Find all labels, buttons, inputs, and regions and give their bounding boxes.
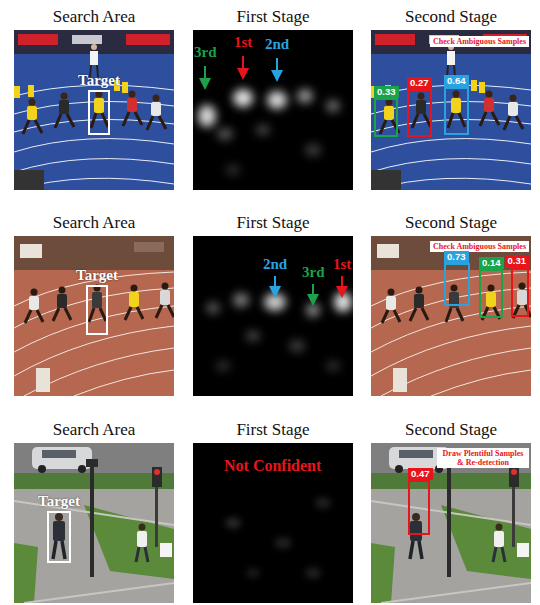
rank-label: 1st [234,34,252,51]
image-panel: Second StageCheck Ambiguous Samples0.330… [371,30,531,190]
candidate-box: 0.14 [479,269,503,318]
target-label: Target [38,493,80,510]
second-stage-image [371,30,531,190]
rank-arrow [204,66,206,84]
target-box: Target [47,511,71,563]
rank-arrow [274,276,276,292]
target-label: Target [76,267,118,284]
rank-label: 2nd [265,36,289,53]
panel-heading: Search Area [14,420,174,440]
target-box: Target [88,90,110,135]
rank-label: 3rd [194,44,217,61]
image-panel: Search AreaTarget [14,30,174,190]
callout-text: Draw Plentiful Samples & Re-detection [440,449,526,467]
candidate-box: 0.31 [511,267,529,317]
rank-arrow [276,58,278,76]
search-image [14,236,174,396]
panel-heading: Second Stage [371,213,531,233]
rank-arrow [312,284,314,300]
image-panel: Search AreaTarget [14,236,174,396]
image-panel: First Stage3rd1st2nd [193,30,353,190]
image-panel: First Stage2nd3rd1st [193,236,353,396]
callout-tag: Check Ambiguous Samples [430,36,529,47]
panel-heading: Second Stage [371,7,531,27]
panel-heading: First Stage [193,420,353,440]
panel-heading: First Stage [193,213,353,233]
target-box: Target [86,285,108,335]
search-image [14,30,174,190]
panel-heading: Search Area [14,7,174,27]
candidate-box: 0.73 [444,263,470,306]
score-label: 0.64 [444,75,469,87]
rank-label: 2nd [263,256,287,273]
callout-text: Check Ambiguous Samples [433,37,526,46]
score-label: 0.33 [374,86,399,98]
rank-arrow [341,276,343,292]
search-image [14,443,174,603]
target-label: Target [78,72,120,89]
candidate-box: 0.27 [407,89,432,137]
score-label: 0.27 [407,77,432,89]
candidate-box: 0.64 [444,87,469,135]
image-panel: Search AreaTarget [14,443,174,603]
candidate-box: 0.47 [408,480,430,535]
score-label: 0.47 [408,468,433,480]
image-panel: First StageNot Confident [193,443,353,603]
score-label: 0.14 [479,257,504,269]
second-stage-image [371,236,531,396]
score-label: 0.73 [444,251,469,263]
rank-label: 1st [333,256,351,273]
heatmap [193,236,353,396]
panel-heading: Second Stage [371,420,531,440]
score-label: 0.31 [505,255,530,267]
rank-label: Not Confident [224,457,321,475]
second-stage-image [371,443,531,603]
rank-arrow [242,56,244,74]
rank-label: 3rd [302,264,325,281]
heatmap [193,30,353,190]
panel-heading: First Stage [193,7,353,27]
heatmap [193,443,353,603]
image-panel: Second StageCheck Ambiguous Samples0.730… [371,236,531,396]
panel-heading: Search Area [14,213,174,233]
callout-tag: Draw Plentiful Samples & Re-detection [437,448,529,468]
candidate-box: 0.33 [374,98,398,137]
image-panel: Second StageDraw Plentiful Samples & Re-… [371,443,531,603]
